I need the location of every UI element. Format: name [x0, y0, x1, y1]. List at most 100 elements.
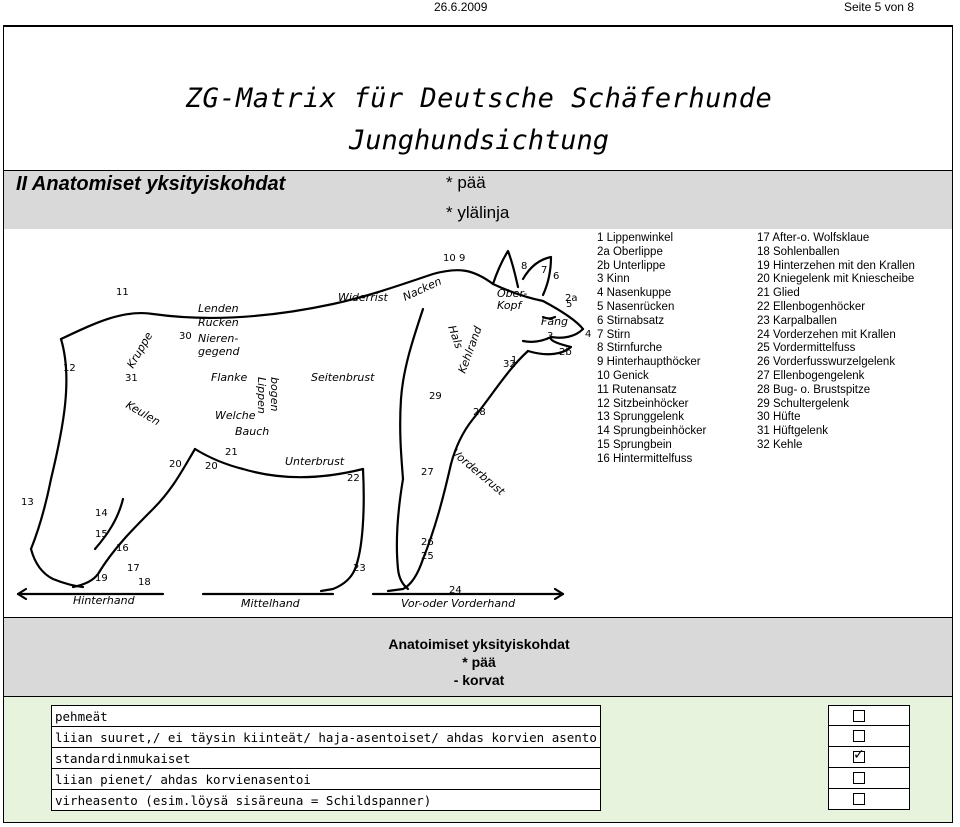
- legend-item: 31 Hüftgelenk: [757, 425, 828, 438]
- document-title: ZG-Matrix für Deutsche Schäferhunde: [185, 83, 773, 114]
- option-checkbox[interactable]: [853, 730, 865, 742]
- legend-item: 10 Genick: [597, 369, 649, 382]
- ears-subitem: - korvat: [453, 672, 505, 688]
- legend-item: 28 Bug- o. Brustspitze: [757, 383, 871, 396]
- legend-item: 1 Lippenwinkel: [597, 232, 674, 244]
- num-20b: 20: [205, 461, 218, 472]
- options-table: pehmeät liian suuret,/ ei täysin kiinteä…: [51, 705, 601, 811]
- option-label: virheasento (esim.löysä sisäreuna = Schi…: [51, 789, 601, 811]
- label-widerrist: Widerrist: [338, 291, 389, 304]
- num-8: 8: [521, 261, 527, 272]
- legend-item: 21 Glied: [757, 287, 800, 300]
- label-fang: Fang: [541, 315, 568, 328]
- num-30: 30: [179, 331, 192, 342]
- num-23: 23: [353, 563, 366, 574]
- num-26: 26: [421, 537, 434, 548]
- num-12: 12: [63, 363, 76, 374]
- legend-item: 11 Rutenansatz: [597, 383, 677, 396]
- label-kruppe: Kruppe: [124, 330, 155, 371]
- legend-item: 2a Oberlippe: [597, 245, 663, 258]
- ears-heading: Anatoimiset yksityiskohdat: [388, 636, 570, 652]
- dog-region-labels: Lenden Rücken Widerrist Nacken Ober- Kop…: [73, 275, 568, 610]
- option-row: liian suuret,/ ei täysin kiinteät/ haja-…: [51, 726, 601, 748]
- legend-item: 32 Kehle: [757, 438, 803, 451]
- legend-item: 13 Sprunggelenk: [597, 411, 684, 424]
- option-label: liian suuret,/ ei täysin kiinteät/ haja-…: [51, 726, 601, 748]
- legend-left: 1 Lippenwinkel 2a Oberlippe 2b Unterlipp…: [597, 232, 706, 467]
- legend-item: 7 Stirn: [597, 328, 631, 341]
- legend-item: 14 Sprungbeinhöcker: [597, 425, 707, 438]
- title-box: ZG-Matrix für Deutsche Schäferhunde Jung…: [3, 25, 953, 171]
- legend-item: 27 Ellenbogengelenk: [757, 369, 865, 382]
- num-22: 22: [347, 473, 360, 484]
- num-31: 31: [125, 373, 138, 384]
- checkbox-cell: [828, 789, 910, 810]
- label-gegend: gegend: [198, 345, 240, 358]
- num-18: 18: [138, 577, 151, 588]
- num-21: 21: [225, 447, 238, 458]
- ears-item: * pää: [462, 654, 496, 670]
- dog-outline: [16, 249, 585, 601]
- num-2a: 2a: [565, 293, 578, 304]
- num-19: 19: [95, 573, 108, 584]
- label-hinterhand: Hinterhand: [73, 594, 136, 607]
- label-lenden: Lenden: [198, 302, 239, 315]
- num-20a: 20: [169, 459, 182, 470]
- num-16: 16: [116, 543, 129, 554]
- legend-right: 17 After-o. Wolfsklaue 18 Sohlenballen 1…: [757, 232, 915, 453]
- label-ober: Ober-: [497, 287, 527, 300]
- num-1: 1: [511, 355, 517, 366]
- num-24: 24: [449, 585, 462, 596]
- num-10: 10: [443, 253, 456, 264]
- legend-item: 20 Kniegelenk mit Kniescheibe: [757, 273, 915, 286]
- label-nieren: Nieren-: [198, 332, 238, 345]
- option-checkbox[interactable]: ✓: [853, 747, 865, 763]
- option-row: pehmeät: [51, 705, 601, 727]
- legend-item: 8 Stirnfurche: [597, 342, 663, 355]
- legend-item: 6 Stirnabsatz: [597, 314, 665, 327]
- num-15: 15: [95, 529, 108, 540]
- option-row: standardinmukaiset: [51, 747, 601, 769]
- label-welche: Welche: [215, 409, 256, 422]
- num-5: 5: [566, 299, 572, 310]
- legend-item: 3 Kinn: [597, 273, 630, 286]
- dog-diagram-area: [3, 229, 953, 617]
- label-flanke: Flanke: [211, 371, 247, 384]
- num-2b: 2b: [559, 347, 572, 358]
- label-mittelhand: Mittelhand: [241, 597, 301, 610]
- header-date: 26.6.2009: [434, 0, 488, 14]
- legend-item: 23 Karpalballen: [757, 314, 837, 327]
- checkbox-cell: [828, 768, 910, 789]
- dog-anatomy-diagram: Lenden Rücken Widerrist Nacken Ober- Kop…: [16, 249, 591, 610]
- option-label: liian pienet/ ahdas korvienasentoi: [51, 768, 601, 790]
- label-ruecken: Rücken: [198, 316, 239, 329]
- option-checkbox[interactable]: [853, 710, 865, 722]
- label-vorderbrust: Vorderbrust: [449, 446, 508, 498]
- checkbox-cell: [828, 726, 910, 747]
- legend-item: 2b Unterlippe: [597, 259, 666, 272]
- legend-item: 19 Hinterzehen mit den Krallen: [757, 259, 915, 272]
- header-page-number: Seite 5 von 8: [843, 0, 914, 14]
- option-checkbox[interactable]: [853, 772, 865, 784]
- checkbox-column: ✓: [828, 705, 910, 810]
- label-lippen: Lippen: [255, 377, 268, 414]
- label-unterbrust: Unterbrust: [285, 455, 345, 468]
- checkbox-cell: ✓: [828, 747, 910, 768]
- label-hals: Hals: [445, 324, 465, 351]
- legend-item: 29 Schultergelenk: [757, 397, 850, 410]
- num-4: 4: [585, 329, 591, 340]
- label-kopf: Kopf: [497, 299, 524, 312]
- legend-item: 22 Ellenbogenhöcker: [757, 300, 866, 313]
- num-28: 28: [473, 407, 486, 418]
- label-seitenbrust: Seitenbrust: [311, 371, 375, 384]
- option-row: virheasento (esim.löysä sisäreuna = Schi…: [51, 789, 601, 811]
- num-9: 9: [459, 253, 465, 264]
- label-keulen: Keulen: [124, 398, 163, 428]
- num-32: 32: [503, 359, 516, 370]
- legend-item: 26 Vorderfusswurzelgelenk: [757, 356, 896, 369]
- label-nacken: Nacken: [401, 275, 444, 304]
- option-checkbox[interactable]: [853, 793, 865, 805]
- section-band: [3, 171, 953, 229]
- legend-item: 9 Hinterhaupthöcker: [597, 356, 701, 369]
- legend-item: 16 Hintermittelfuss: [597, 452, 693, 465]
